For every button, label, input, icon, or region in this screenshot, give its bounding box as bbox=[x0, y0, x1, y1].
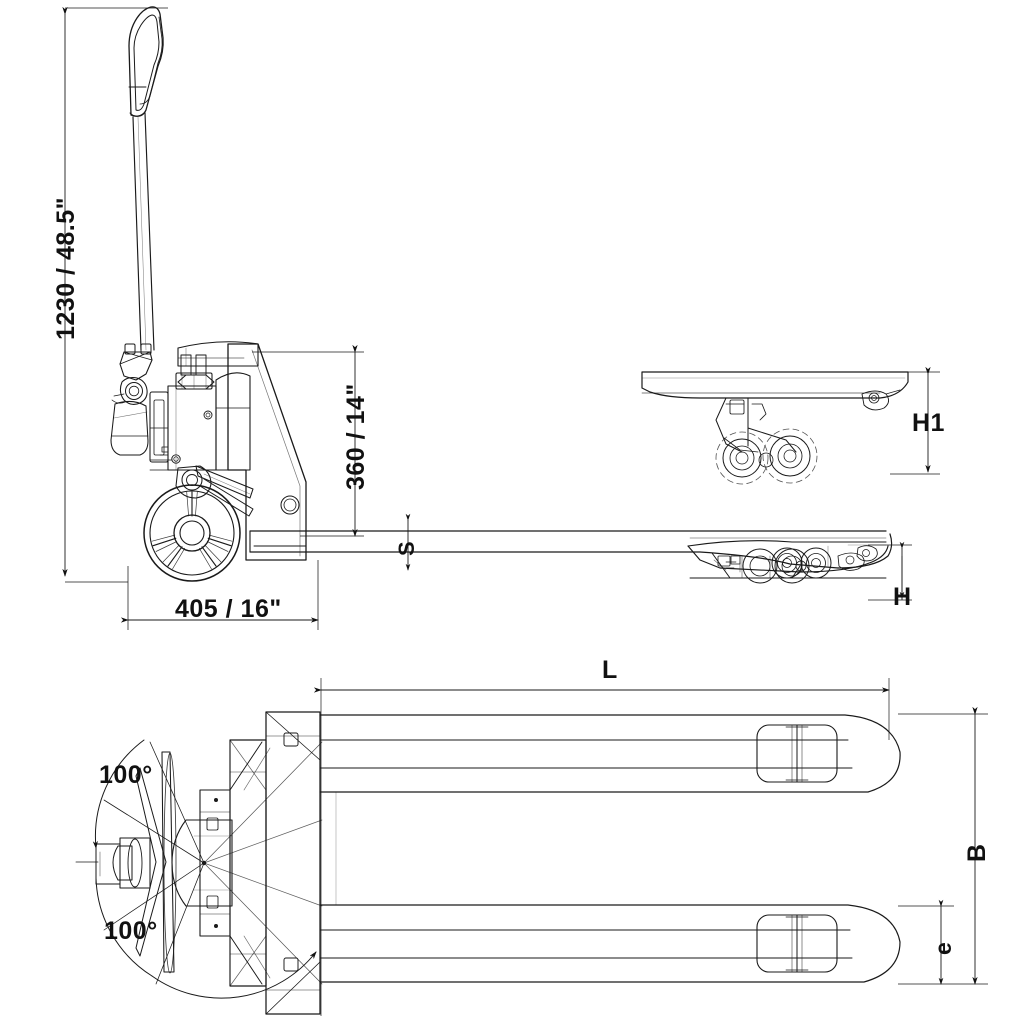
hydraulic-pump-assembly bbox=[110, 341, 259, 471]
chassis-mast-plate bbox=[227, 343, 307, 561]
fork-blades-plan bbox=[319, 714, 901, 1013]
dimension-label-overall-length: L bbox=[602, 656, 618, 684]
dimension-label-fork-height-raised: 360 / 14" bbox=[342, 383, 370, 490]
front-elevation-lowered bbox=[687, 537, 889, 584]
steering-assembly-plan bbox=[75, 741, 271, 985]
side-view-dimensions bbox=[62, 6, 430, 630]
dimension-label-fork-thickness: S bbox=[394, 540, 419, 556]
steer-wheel-assembly bbox=[143, 459, 254, 582]
tiller-handle-assembly bbox=[128, 6, 164, 351]
dimension-label-overall-width: B bbox=[963, 843, 991, 862]
dimension-label-steer-angle-lower: 100° bbox=[104, 917, 158, 945]
load-roller-housing-plan bbox=[756, 724, 838, 973]
dimension-label-fork-width: e bbox=[930, 941, 956, 955]
front-view-dimensions bbox=[868, 366, 940, 601]
plan-view-dimensions bbox=[313, 678, 988, 1016]
chassis-frame-plan bbox=[229, 711, 321, 1015]
dimension-label-steer-angle-upper: 100° bbox=[99, 761, 153, 789]
dimension-label-lowered-height: H bbox=[893, 583, 912, 611]
steering-swing-arc bbox=[92, 739, 323, 999]
dimension-label-handle-height: 1230 / 48.5" bbox=[52, 197, 80, 340]
dimension-label-chassis-length: 405 / 16" bbox=[175, 595, 282, 623]
dimension-label-lift-height: H1 bbox=[912, 409, 945, 437]
side-elevation-view bbox=[110, 6, 893, 582]
plan-view bbox=[75, 711, 901, 1015]
front-elevation-raised bbox=[641, 371, 909, 485]
